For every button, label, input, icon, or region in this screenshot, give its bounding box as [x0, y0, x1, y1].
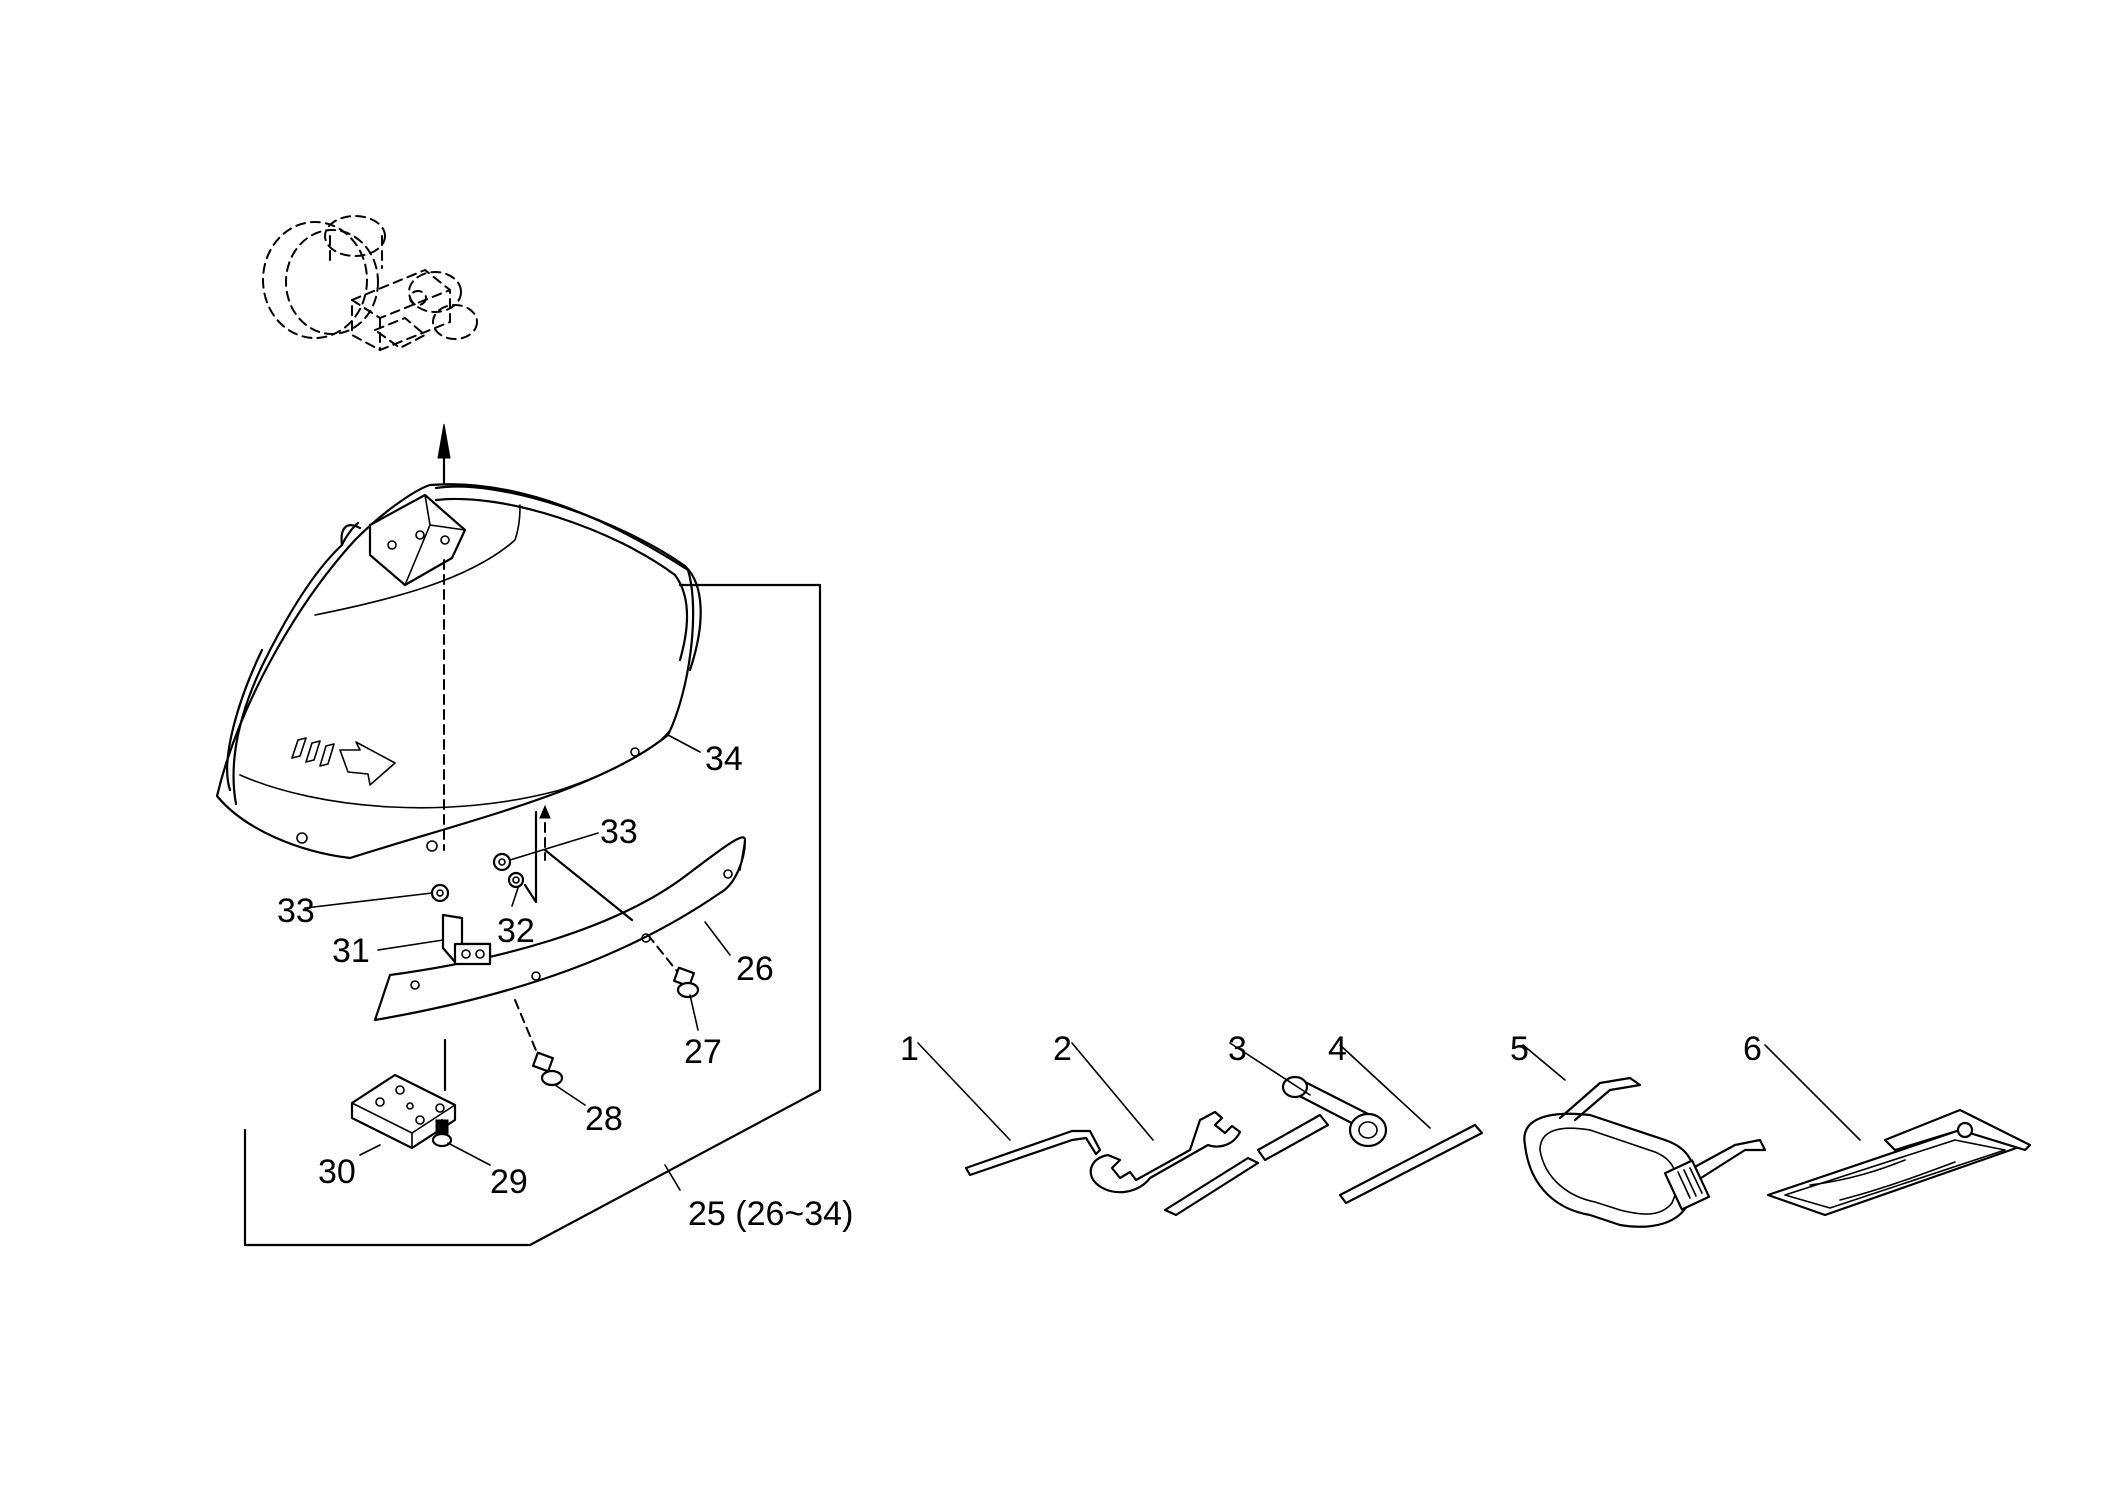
assembly-bracket-25 — [243, 583, 822, 1247]
bolt-part-27 — [647, 934, 700, 999]
callout-33: 33 — [600, 813, 638, 851]
nut-part-33-left — [430, 883, 450, 903]
nut-part-33-right — [492, 852, 512, 872]
callout-28: 28 — [585, 1100, 623, 1138]
socket-wrench-tool-3 — [1163, 1042, 1388, 1217]
bolt-part-29 — [431, 1118, 453, 1148]
callout-32: 32 — [497, 912, 535, 950]
plate-part-30 — [350, 1073, 457, 1150]
washer-part-32 — [507, 871, 525, 889]
callout-3: 3 — [1228, 1030, 1247, 1068]
callout-29: 29 — [490, 1163, 528, 1201]
bolt-part-28 — [514, 999, 564, 1087]
callout-4: 4 — [1328, 1030, 1347, 1068]
goggles-item-5 — [1522, 1044, 1767, 1228]
callout-5: 5 — [1510, 1030, 1529, 1068]
callout-2: 2 — [1053, 1030, 1072, 1068]
lower-blade-part-26 — [373, 836, 747, 1022]
callout-31: 31 — [332, 932, 370, 970]
callout-30: 30 — [318, 1153, 356, 1191]
arrow-decal — [291, 737, 396, 786]
callout-labels: 34 33 33 32 31 26 27 28 30 29 25 (26~34)… — [277, 740, 1762, 1233]
hex-key-tool-1 — [917, 1042, 1102, 1177]
callout-6: 6 — [1743, 1030, 1762, 1068]
wrench-tool-2 — [1071, 1042, 1242, 1194]
tool-bag-item-6 — [1764, 1044, 2032, 1217]
small-bracket-part-31 — [441, 913, 492, 966]
callout-25: 25 (26~34) — [688, 1195, 853, 1233]
callout-26: 26 — [736, 950, 774, 988]
rod-tool-4 — [1338, 1044, 1484, 1205]
callout-1: 1 — [900, 1030, 919, 1068]
leader-lines-left — [304, 734, 731, 1191]
shield-part-34 — [215, 483, 702, 860]
gear-case-reference — [262, 215, 478, 352]
callout-33: 33 — [277, 892, 315, 930]
callout-27: 27 — [684, 1033, 722, 1071]
callout-34: 34 — [705, 740, 743, 778]
